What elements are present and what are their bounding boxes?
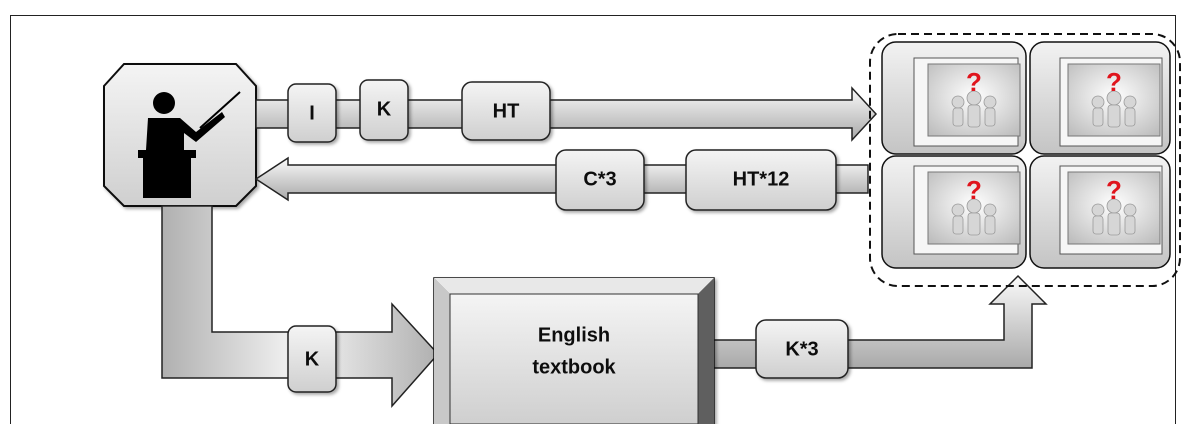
arrow-teacher-to-textbook xyxy=(161,205,440,408)
label-c3: C*3 xyxy=(583,168,616,190)
label-k3: K*3 xyxy=(785,338,818,360)
teacher-icon xyxy=(138,91,241,198)
label-box-i: I xyxy=(287,83,337,143)
people-with-question-mark-icon xyxy=(927,63,1021,137)
people-with-question-mark-icon xyxy=(1067,171,1161,245)
label-box-k: K xyxy=(359,79,409,141)
textbook-label-line2: textbook xyxy=(532,356,616,378)
people-with-question-mark-icon xyxy=(1067,63,1161,137)
students-group xyxy=(869,33,1181,287)
label-ht: HT xyxy=(493,100,520,122)
label-k-down: K xyxy=(305,348,320,370)
people-with-question-mark-icon xyxy=(927,171,1021,245)
label-box-ht12: HT*12 xyxy=(685,149,837,211)
label-box-c3: C*3 xyxy=(555,149,645,211)
student-panel xyxy=(881,41,1027,155)
student-panel xyxy=(1029,41,1171,155)
label-box-k3: K*3 xyxy=(755,319,849,379)
figure-frame xyxy=(10,15,1176,424)
label-box-ht: HT xyxy=(461,81,551,141)
student-panel xyxy=(881,155,1027,269)
arrow-teacher-to-students xyxy=(255,86,878,142)
student-panel xyxy=(1029,155,1171,269)
label-k: K xyxy=(377,98,392,120)
label-ht12: HT*12 xyxy=(733,168,790,190)
label-i: I xyxy=(309,102,315,124)
textbook-label-line1: English xyxy=(538,324,610,346)
textbook-box: English textbook xyxy=(433,277,715,424)
teacher-box xyxy=(103,63,257,207)
label-box-k-down: K xyxy=(287,325,337,393)
